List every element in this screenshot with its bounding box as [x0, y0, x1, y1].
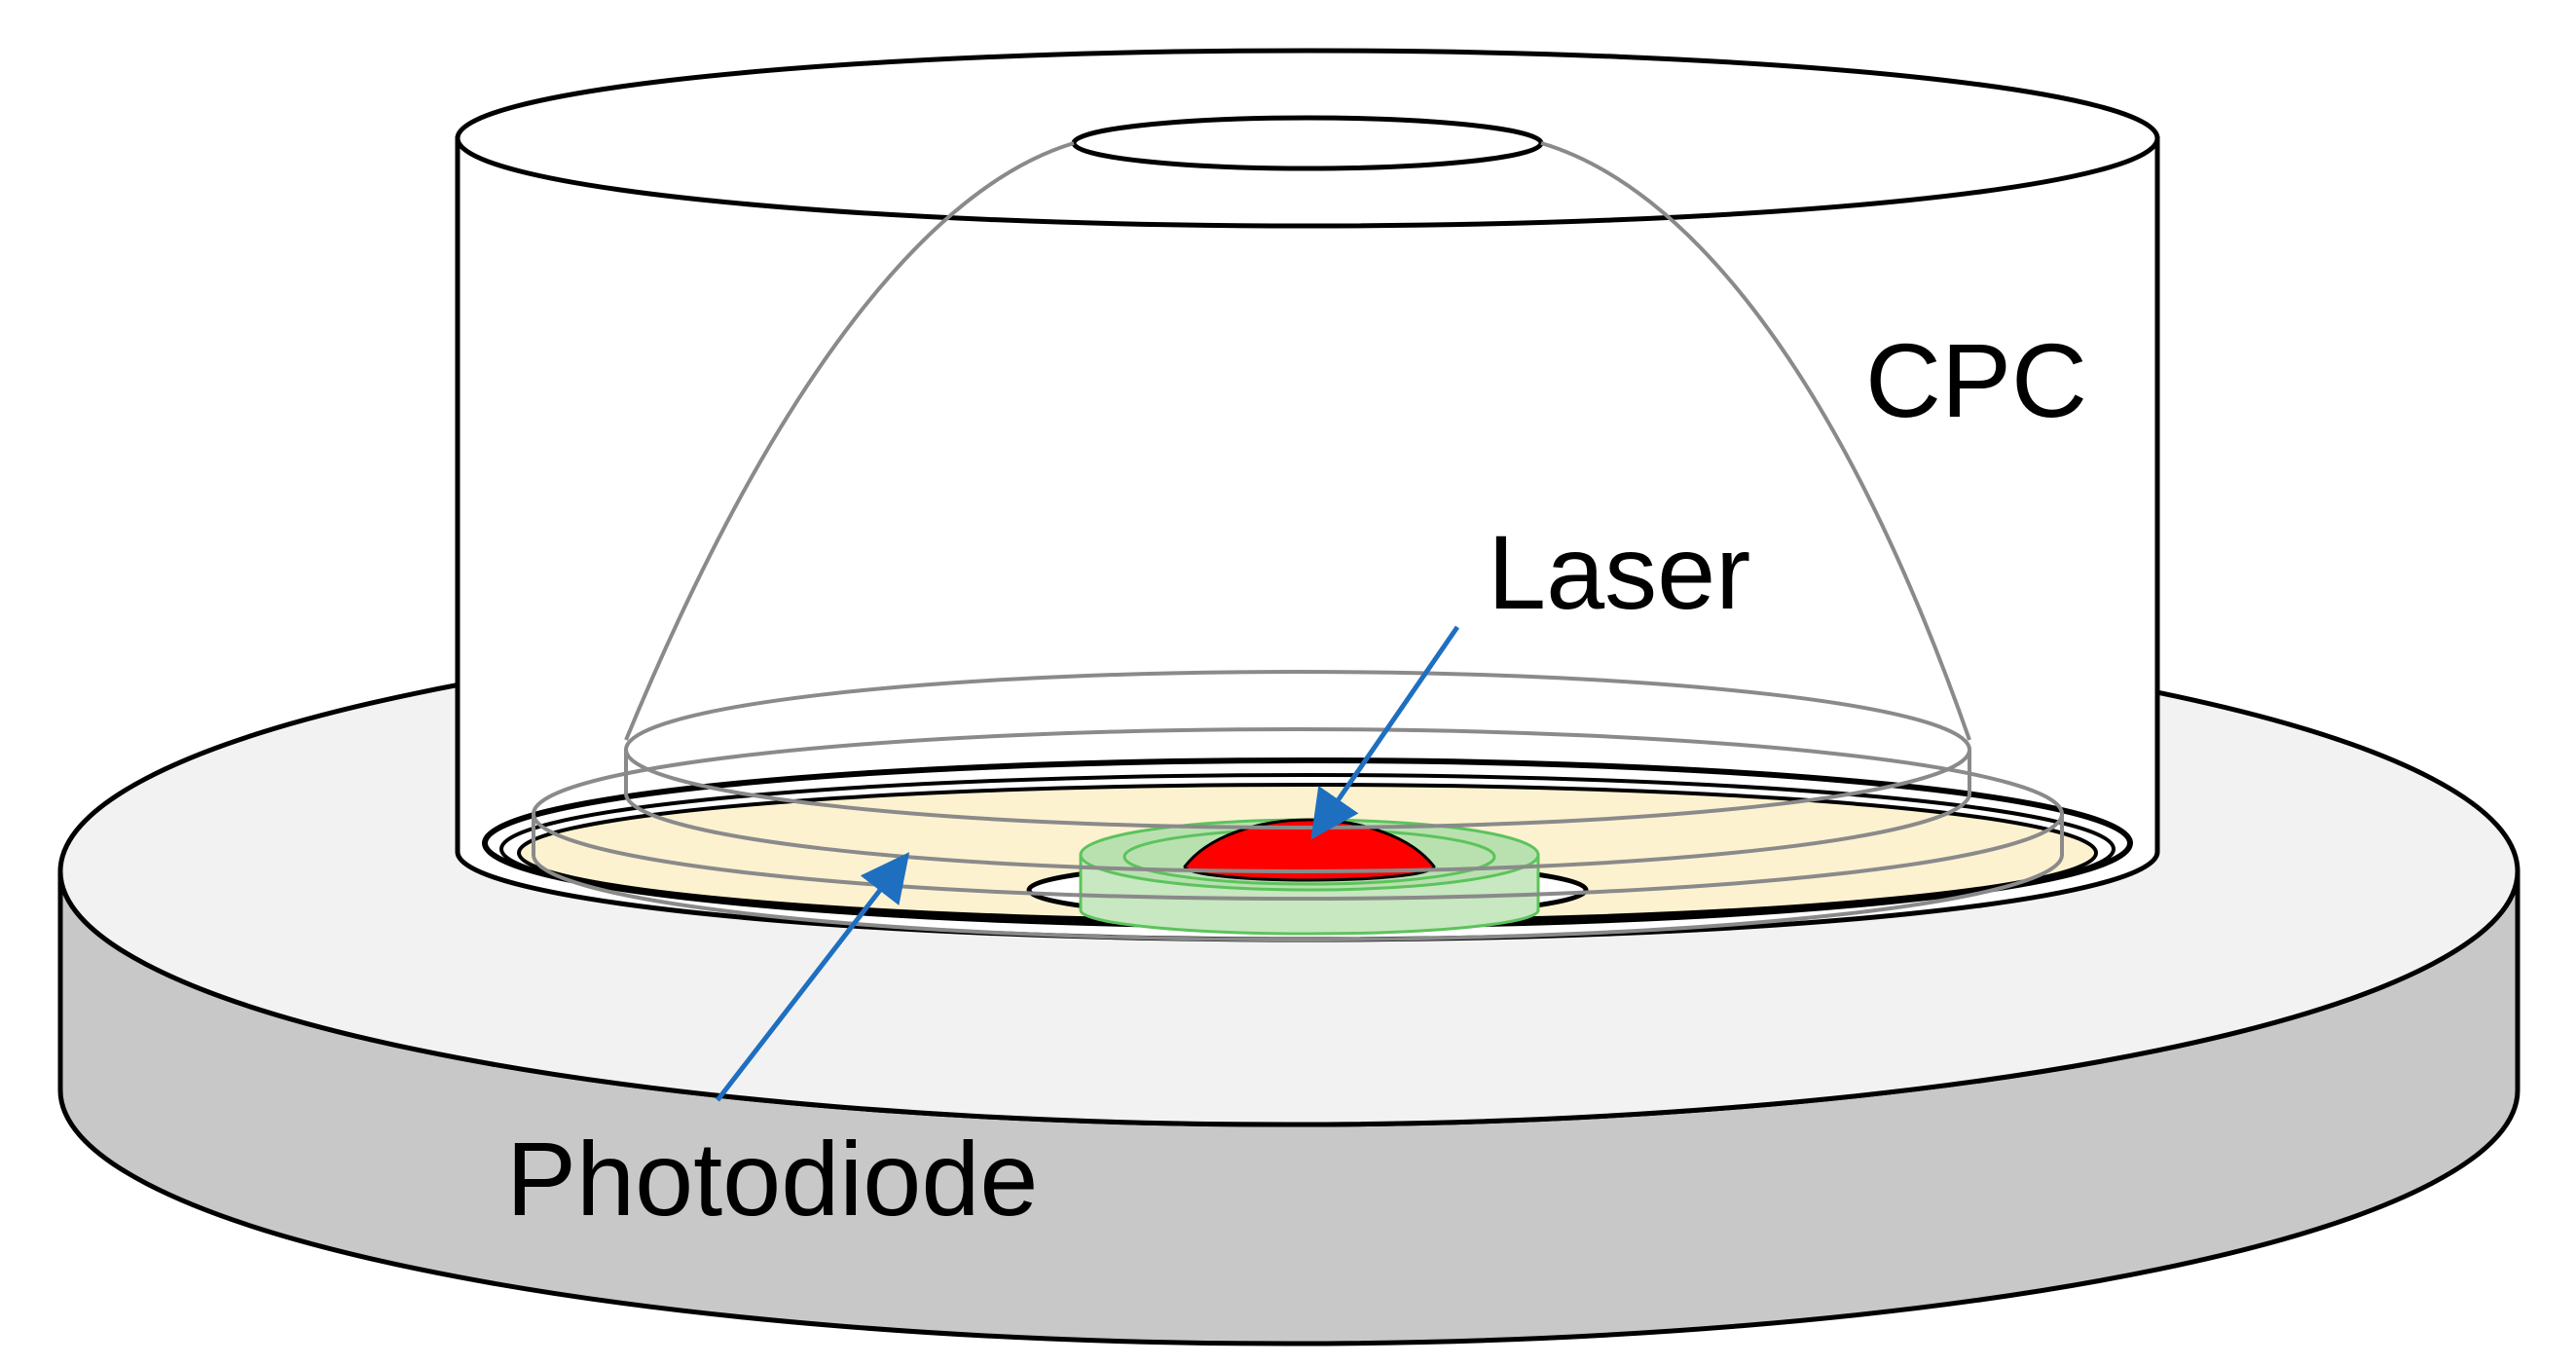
laser-arrow — [1310, 625, 1460, 840]
label-photodiode: Photodiode — [506, 1120, 1039, 1237]
cpc-top-aperture — [1071, 115, 1544, 171]
cpc-reflector-outline — [532, 141, 2064, 941]
photodiode-arrow — [716, 852, 910, 1102]
cpc-reflector-right-wall — [1540, 141, 1971, 741]
cpc-flange-lower — [532, 814, 2064, 941]
label-cpc: CPC — [1865, 321, 2087, 439]
laser-dome — [1183, 818, 1436, 882]
cpc-reflector-left-wall — [624, 141, 1075, 741]
label-laser: Laser — [1488, 513, 1750, 631]
cpc-reflector-bottom-lower — [624, 750, 1971, 873]
